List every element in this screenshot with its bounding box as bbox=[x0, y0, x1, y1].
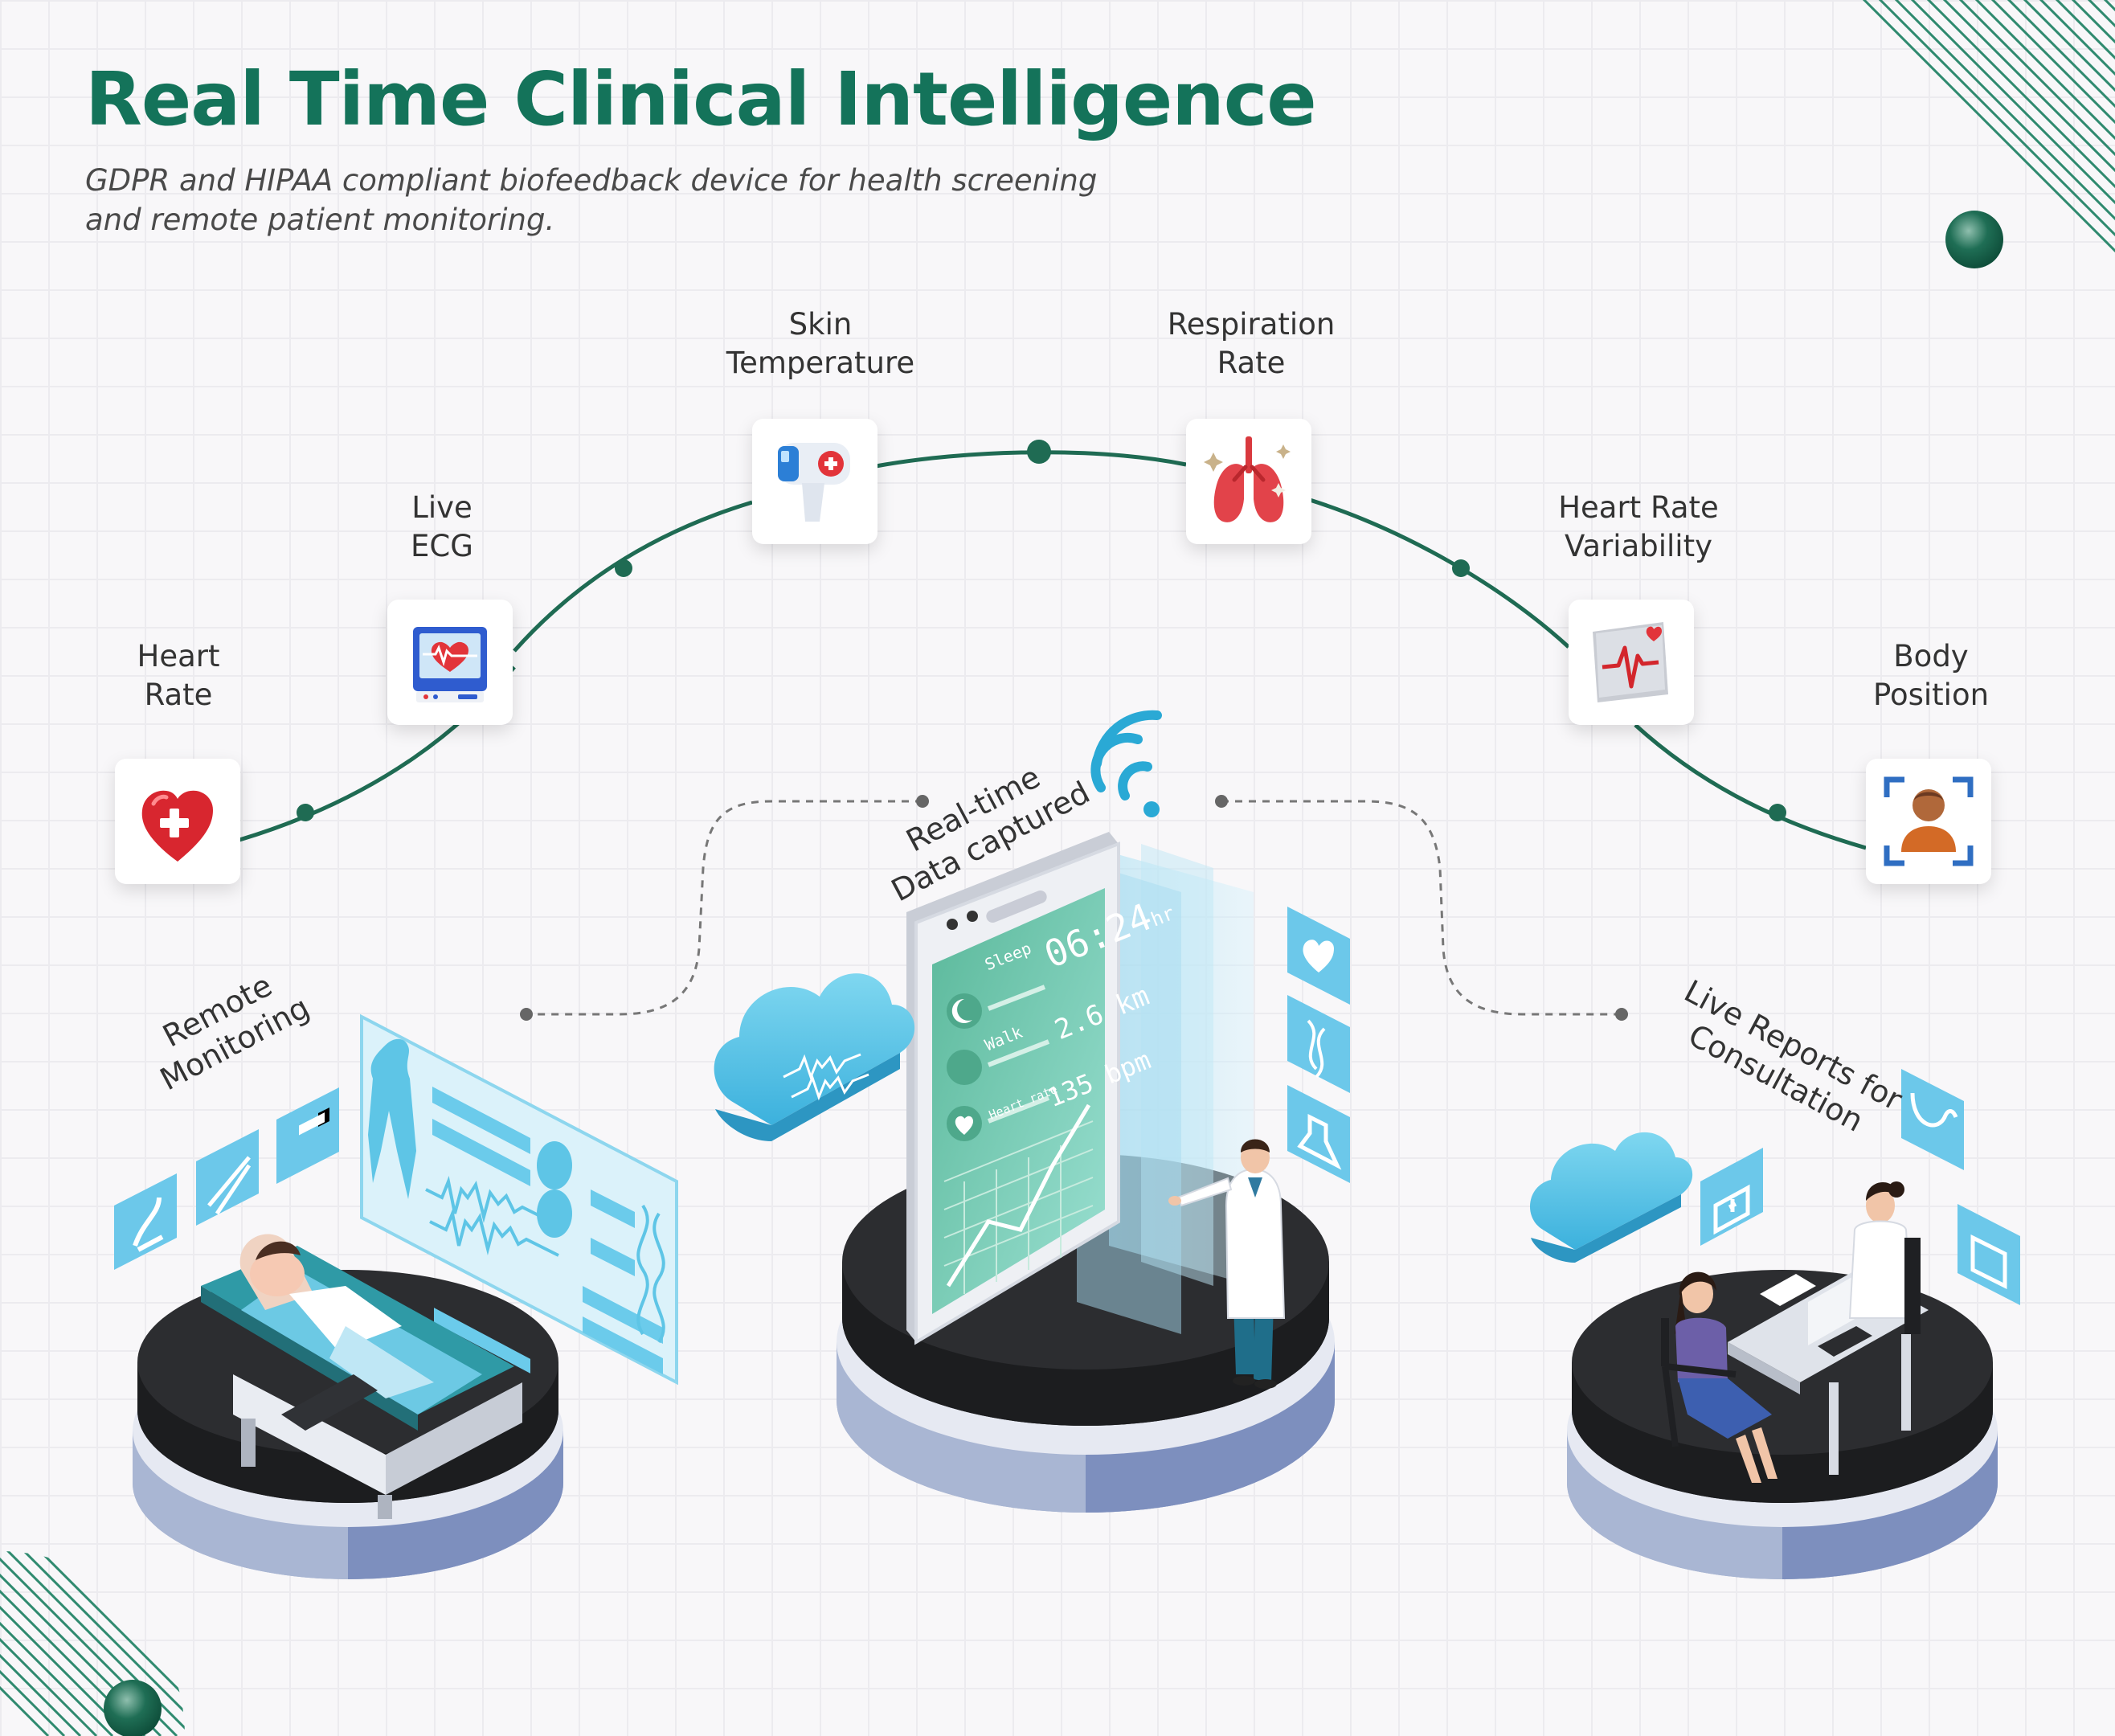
metric-card-body-position bbox=[1866, 759, 1991, 884]
arc-node bbox=[297, 804, 314, 821]
arc-node bbox=[1769, 804, 1786, 821]
metric-card-respiration-rate bbox=[1186, 419, 1311, 544]
ecg-monitor-icon bbox=[413, 627, 487, 702]
wifi-icon bbox=[1090, 710, 1162, 800]
cloud-icon bbox=[1529, 1132, 1693, 1263]
metric-card-skin-temperature bbox=[752, 419, 878, 544]
decorative-ball bbox=[1945, 211, 2003, 268]
remote-monitoring-tiles bbox=[114, 1087, 339, 1270]
thermometer-gun-icon bbox=[778, 443, 850, 522]
hrv-chart-icon bbox=[1593, 622, 1668, 702]
arc-node bbox=[1027, 440, 1051, 464]
arc-node bbox=[1452, 559, 1470, 577]
metric-card-heart-rate-variability bbox=[1569, 600, 1694, 725]
center-tiles bbox=[1287, 907, 1350, 1183]
lungs-icon bbox=[1204, 436, 1291, 522]
metric-card-heart-rate bbox=[115, 759, 240, 884]
consultation-scene bbox=[1661, 1181, 1929, 1483]
page-title: Real Time Clinical Intelligence bbox=[85, 56, 1317, 142]
metric-card-live-ecg bbox=[387, 600, 513, 725]
subtitle-line-1: GDPR and HIPAA compliant biofeedback dev… bbox=[85, 163, 1098, 198]
body-position-icon bbox=[1884, 776, 1974, 866]
cloud-icon bbox=[714, 973, 915, 1141]
subtitle-line-2: and remote patient monitoring. bbox=[85, 203, 555, 237]
doctor-figure bbox=[1168, 1139, 1286, 1389]
hospital-bed-patient bbox=[201, 1234, 522, 1519]
smartphone bbox=[906, 832, 1120, 1345]
decorative-ball bbox=[104, 1680, 162, 1736]
page-subtitle: GDPR and HIPAA compliant biofeedback dev… bbox=[85, 161, 1146, 240]
medical-display-panel bbox=[360, 1013, 678, 1386]
consultation-tiles bbox=[1700, 1069, 2020, 1305]
arc-node bbox=[615, 559, 632, 577]
heart-icon bbox=[141, 790, 213, 862]
